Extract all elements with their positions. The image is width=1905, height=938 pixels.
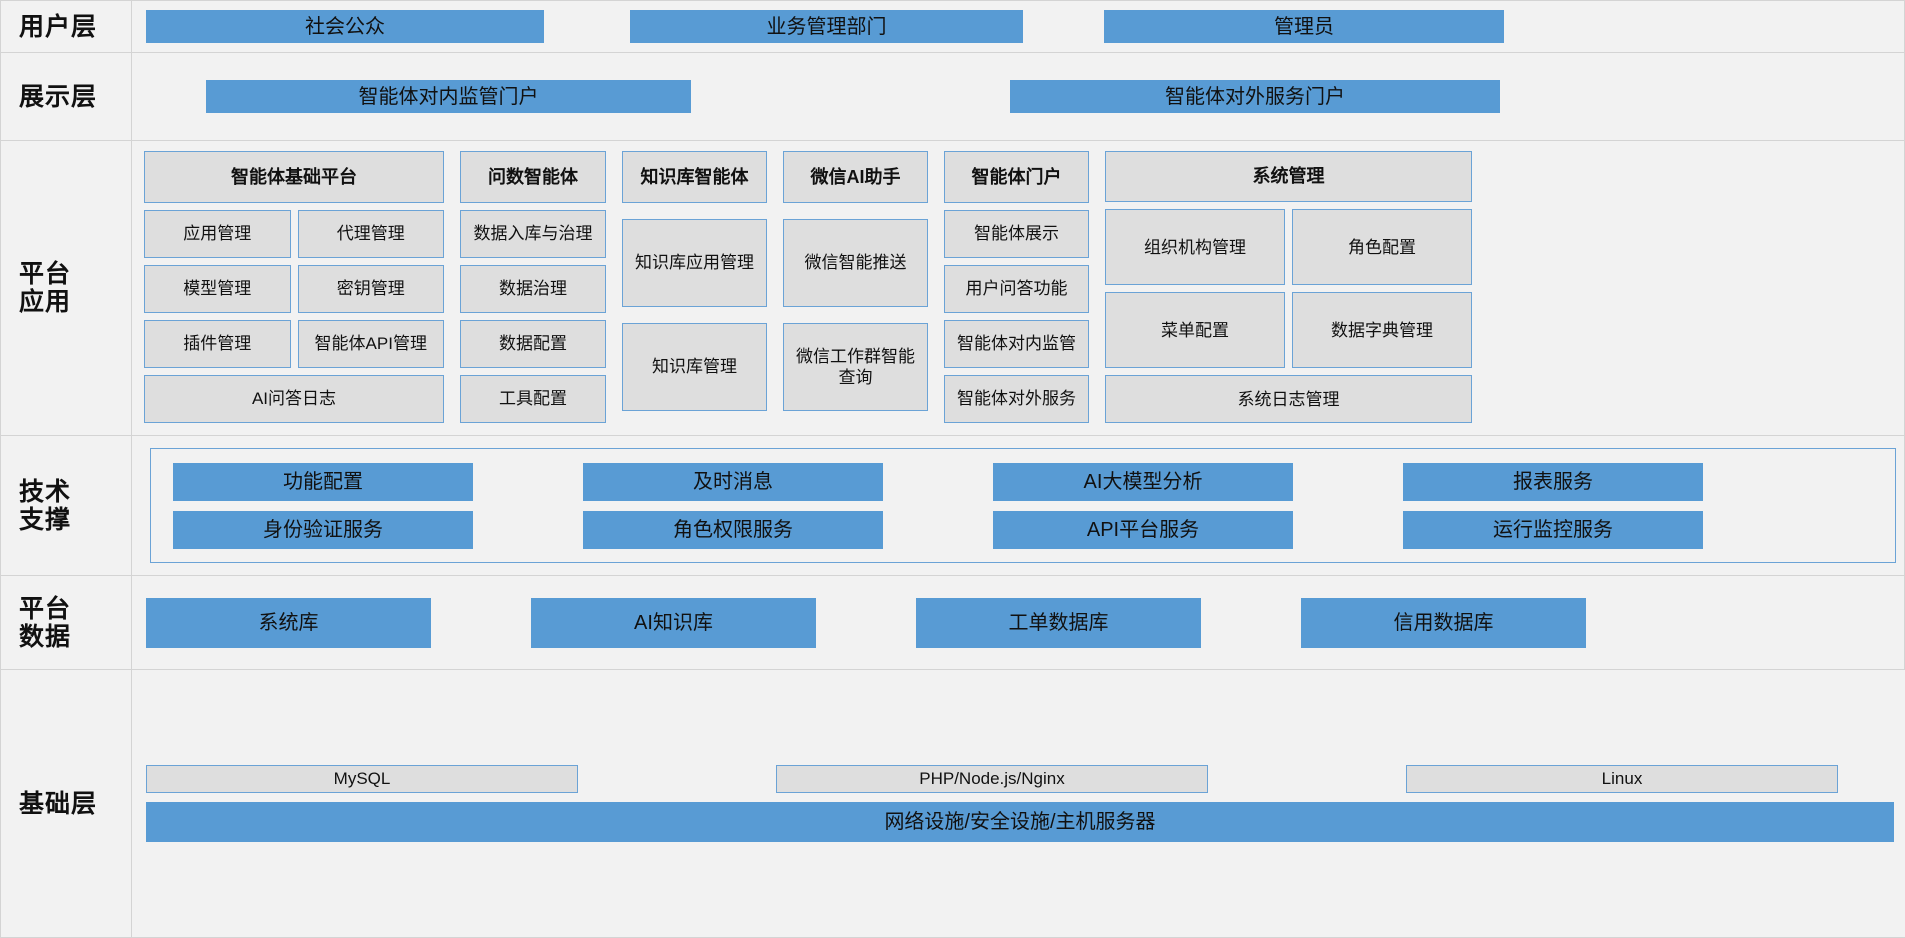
platform-data-row: 系统库 AI知识库 工单数据库 信用数据库 (132, 576, 1904, 669)
module-header-system-management[interactable]: 系统管理 (1105, 151, 1472, 203)
feature-agent-external-service[interactable]: 智能体对外服务 (944, 375, 1089, 423)
stack-php-node-nginx[interactable]: PHP/Node.js/Nginx (776, 765, 1208, 793)
layer-label-platform-data-line-1: 平台 (19, 594, 72, 623)
layer-technical-support: 技术 支撑 功能配置 及时消息 AI大模型分析 报表服务 身份验证服务 角色权限… (0, 436, 1905, 576)
layer-label-user-line-1: 用户层 (19, 12, 98, 41)
database-credit[interactable]: 信用数据库 (1301, 597, 1586, 648)
module-header-agent-portal[interactable]: 智能体门户 (944, 151, 1089, 203)
layer-user: 用户层 社会公众 业务管理部门 管理员 (0, 0, 1905, 53)
database-system[interactable]: 系统库 (146, 597, 431, 648)
feature-data-ingestion-governance[interactable]: 数据入库与治理 (460, 210, 606, 258)
portal-row: 智能体对内监管门户 智能体对外服务门户 (132, 53, 1904, 140)
feature-role-configuration[interactable]: 角色配置 (1292, 209, 1472, 286)
feature-key-management[interactable]: 密钥管理 (297, 265, 444, 313)
layer-infrastructure: 基础层 MySQL PHP/Node.js/Nginx Linux 网络设施/安… (0, 670, 1905, 938)
layer-body-platform-application: 智能体基础平台 应用管理 代理管理 模型管理 密钥管理 插件管理 智能体API管… (132, 141, 1904, 435)
layer-body-infrastructure: MySQL PHP/Node.js/Nginx Linux 网络设施/安全设施/… (132, 670, 1905, 937)
layer-label-platform-application-line-2: 应用 (19, 288, 72, 316)
database-work-order[interactable]: 工单数据库 (916, 597, 1201, 648)
feature-tool-configuration[interactable]: 工具配置 (460, 375, 606, 423)
layer-label-platform-data: 平台 数据 (1, 576, 132, 669)
layer-label-platform-application-line-1: 平台 (19, 260, 72, 288)
user-role-business-dept[interactable]: 业务管理部门 (630, 10, 1023, 43)
layer-presentation: 展示层 智能体对内监管门户 智能体对外服务门户 (0, 53, 1905, 141)
service-instant-message[interactable]: 及时消息 (583, 462, 883, 501)
layer-label-infrastructure: 基础层 (1, 670, 132, 937)
layer-label-presentation-line-1: 展示层 (19, 82, 98, 111)
stack-mysql[interactable]: MySQL (146, 765, 578, 793)
feature-data-dictionary-management[interactable]: 数据字典管理 (1292, 292, 1472, 369)
feature-data-governance[interactable]: 数据治理 (460, 265, 606, 313)
infrastructure-foundation-row: 网络设施/安全设施/主机服务器 (146, 802, 1894, 842)
service-report[interactable]: 报表服务 (1403, 462, 1703, 501)
feature-application-management[interactable]: 应用管理 (144, 210, 291, 258)
feature-wechat-smart-push[interactable]: 微信智能推送 (783, 219, 928, 307)
module-row: 菜单配置 数据字典管理 (1105, 292, 1472, 369)
feature-wechat-group-smart-query[interactable]: 微信工作群智能查询 (783, 323, 928, 411)
user-role-row: 社会公众 业务管理部门 管理员 (132, 1, 1904, 52)
layer-label-technical-support-line-2: 支撑 (19, 505, 72, 534)
technical-support-row-1: 功能配置 及时消息 AI大模型分析 报表服务 (173, 462, 1873, 501)
layer-platform-data: 平台 数据 系统库 AI知识库 工单数据库 信用数据库 (0, 576, 1905, 670)
layer-label-presentation: 展示层 (1, 53, 132, 140)
layer-label-platform-application: 平台 应用 (1, 141, 132, 435)
layer-label-user: 用户层 (1, 1, 132, 52)
service-ai-llm-analysis[interactable]: AI大模型分析 (993, 462, 1293, 501)
layer-body-platform-data: 系统库 AI知识库 工单数据库 信用数据库 (132, 576, 1904, 669)
feature-organization-management[interactable]: 组织机构管理 (1105, 209, 1285, 286)
feature-kb-application-management[interactable]: 知识库应用管理 (622, 219, 767, 307)
foundation-network-security-hosts[interactable]: 网络设施/安全设施/主机服务器 (146, 802, 1894, 842)
feature-ai-qa-log[interactable]: AI问答日志 (144, 375, 444, 423)
portal-external-service[interactable]: 智能体对外服务门户 (1010, 80, 1500, 113)
module-header-agent-base-platform[interactable]: 智能体基础平台 (144, 151, 444, 203)
service-function-configuration[interactable]: 功能配置 (173, 462, 473, 501)
technical-support-row-2: 身份验证服务 角色权限服务 API平台服务 运行监控服务 (173, 510, 1873, 549)
technical-support-container: 功能配置 及时消息 AI大模型分析 报表服务 身份验证服务 角色权限服务 API… (150, 448, 1896, 563)
module-header-wechat-ai-assistant[interactable]: 微信AI助手 (783, 151, 928, 203)
layer-label-platform-data-line-2: 数据 (19, 622, 72, 651)
layer-label-infrastructure-line-1: 基础层 (19, 789, 98, 818)
feature-agent-api-management[interactable]: 智能体API管理 (297, 320, 444, 368)
module-header-ask-data-agent[interactable]: 问数智能体 (460, 151, 606, 203)
layer-label-technical-support: 技术 支撑 (1, 436, 132, 575)
feature-agent-management[interactable]: 代理管理 (297, 210, 444, 258)
module-row: 插件管理 智能体API管理 (144, 320, 444, 368)
module-header-knowledge-base-agent[interactable]: 知识库智能体 (622, 151, 767, 203)
feature-agent-showcase[interactable]: 智能体展示 (944, 210, 1089, 258)
layer-body-user: 社会公众 业务管理部门 管理员 (132, 1, 1904, 52)
infrastructure-container: MySQL PHP/Node.js/Nginx Linux 网络设施/安全设施/… (132, 670, 1905, 937)
feature-plugin-management[interactable]: 插件管理 (144, 320, 291, 368)
feature-menu-configuration[interactable]: 菜单配置 (1105, 292, 1285, 369)
service-role-permission[interactable]: 角色权限服务 (583, 510, 883, 549)
stack-linux[interactable]: Linux (1406, 765, 1838, 793)
service-authentication[interactable]: 身份验证服务 (173, 510, 473, 549)
module-knowledge-base-agent: 知识库智能体 知识库应用管理 知识库管理 (622, 151, 767, 423)
module-system-management: 系统管理 组织机构管理 角色配置 菜单配置 数据字典管理 系统日志管理 (1105, 151, 1472, 423)
user-role-administrator[interactable]: 管理员 (1104, 10, 1504, 43)
layer-platform-application: 平台 应用 智能体基础平台 应用管理 代理管理 模型管理 密钥管理 (0, 141, 1905, 436)
module-row: 应用管理 代理管理 (144, 210, 444, 258)
feature-kb-management[interactable]: 知识库管理 (622, 323, 767, 411)
module-agent-portal: 智能体门户 智能体展示 用户问答功能 智能体对内监管 智能体对外服务 (944, 151, 1089, 423)
feature-model-management[interactable]: 模型管理 (144, 265, 291, 313)
module-agent-base-platform: 智能体基础平台 应用管理 代理管理 模型管理 密钥管理 插件管理 智能体API管… (144, 151, 444, 423)
feature-agent-internal-supervision[interactable]: 智能体对内监管 (944, 320, 1089, 368)
module-wechat-ai-assistant: 微信AI助手 微信智能推送 微信工作群智能查询 (783, 151, 928, 423)
layer-body-technical-support: 功能配置 及时消息 AI大模型分析 报表服务 身份验证服务 角色权限服务 API… (132, 436, 1904, 575)
feature-data-configuration[interactable]: 数据配置 (460, 320, 606, 368)
feature-user-qa[interactable]: 用户问答功能 (944, 265, 1089, 313)
module-row: 模型管理 密钥管理 (144, 265, 444, 313)
feature-system-log-management[interactable]: 系统日志管理 (1105, 375, 1472, 423)
module-ask-data-agent: 问数智能体 数据入库与治理 数据治理 数据配置 工具配置 (460, 151, 606, 423)
layer-body-presentation: 智能体对内监管门户 智能体对外服务门户 (132, 53, 1904, 140)
portal-internal-supervision[interactable]: 智能体对内监管门户 (206, 80, 691, 113)
infrastructure-stack-row: MySQL PHP/Node.js/Nginx Linux (146, 765, 1894, 793)
service-operation-monitoring[interactable]: 运行监控服务 (1403, 510, 1703, 549)
user-role-public[interactable]: 社会公众 (146, 10, 544, 43)
module-row: 组织机构管理 角色配置 (1105, 209, 1472, 286)
layer-label-technical-support-line-1: 技术 (19, 477, 72, 506)
service-api-platform[interactable]: API平台服务 (993, 510, 1293, 549)
database-ai-knowledge[interactable]: AI知识库 (531, 597, 816, 648)
platform-application-grid: 智能体基础平台 应用管理 代理管理 模型管理 密钥管理 插件管理 智能体API管… (132, 141, 1904, 435)
